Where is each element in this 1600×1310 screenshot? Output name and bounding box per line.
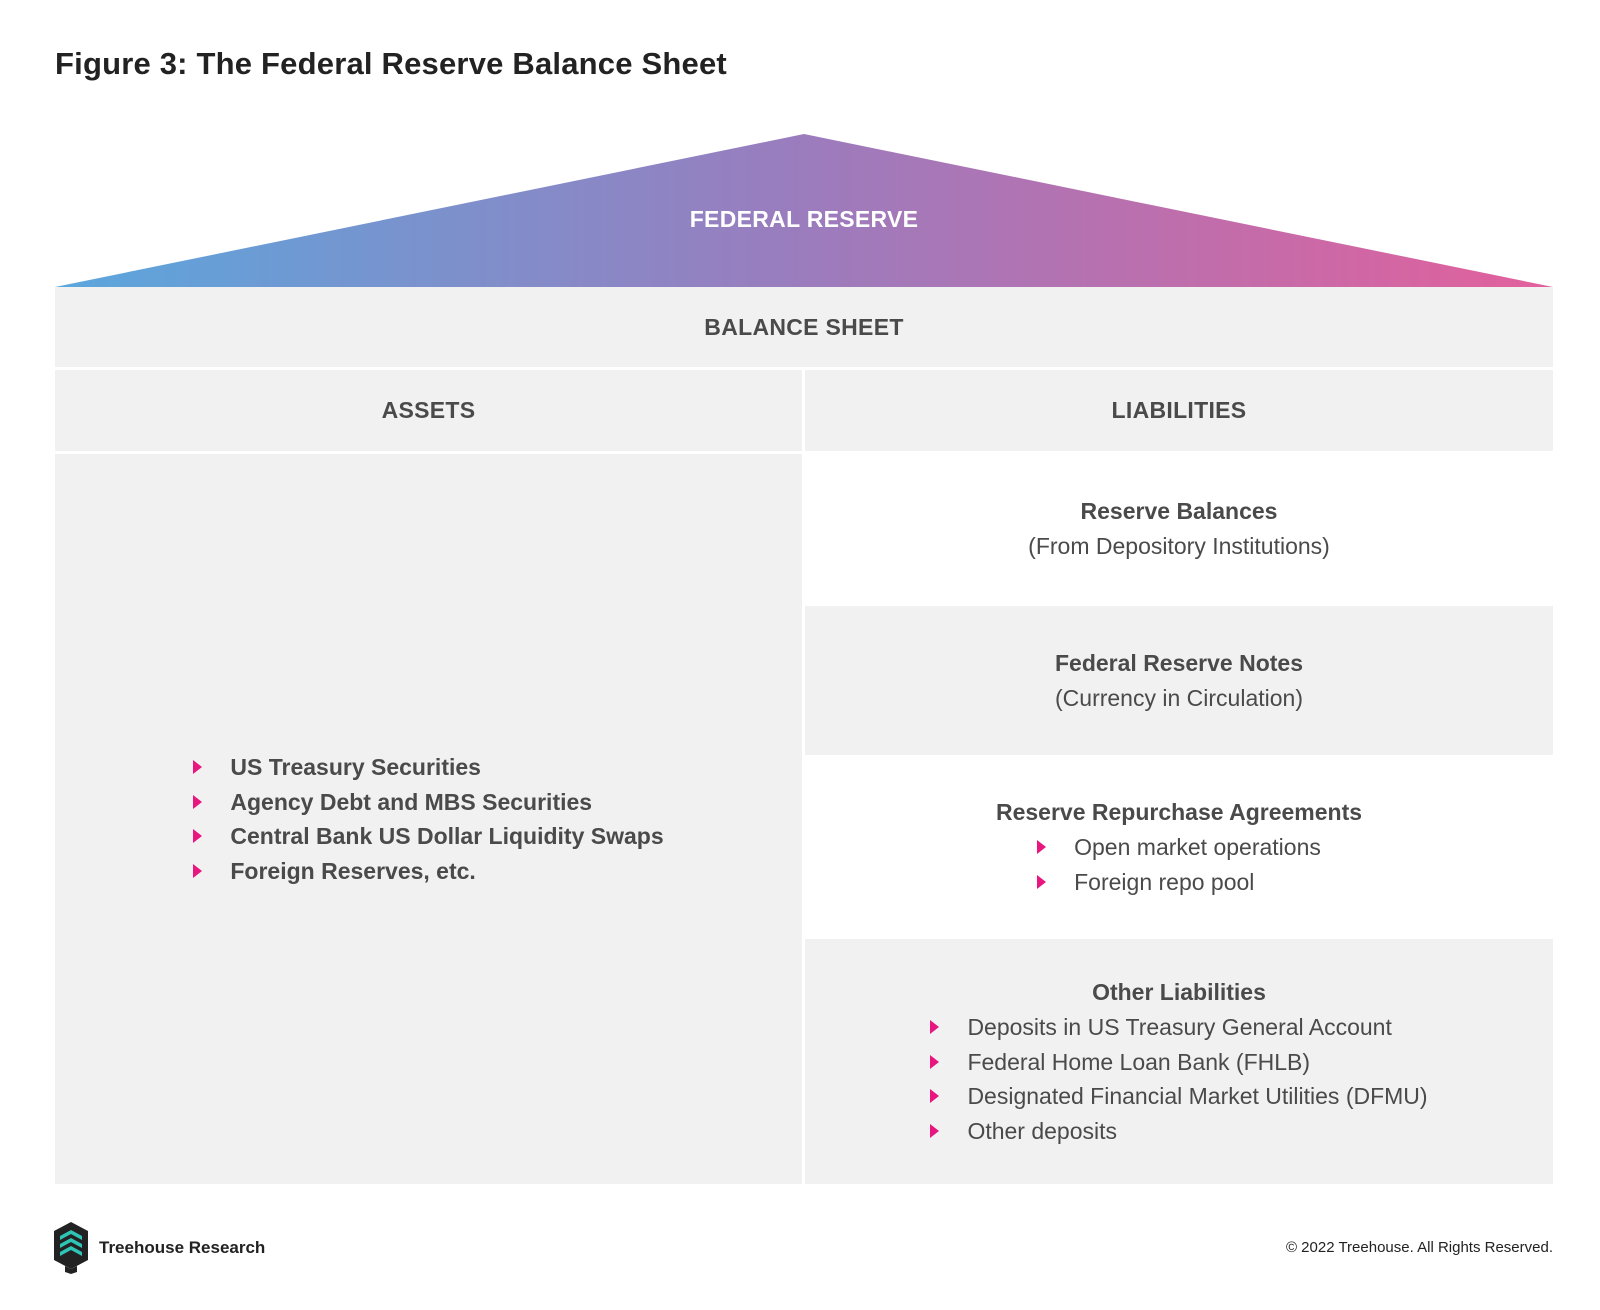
bullet-triangle-icon [193,794,203,809]
list-item: Central Bank US Dollar Liquidity Swaps [193,819,664,854]
federal-reserve-notes-title: Federal Reserve Notes [1054,649,1303,676]
asset-item-label: US Treasury Securities [230,754,481,780]
asset-item-label: Agency Debt and MBS Securities [230,788,593,815]
liabilities-label: LIABILITIES [1111,397,1247,423]
bullet-triangle-icon [930,1020,940,1035]
figure-title: Figure 3: The Federal Reserve Balance Sh… [55,46,727,81]
footer-brand: Treehouse Research [99,1238,266,1257]
bullet-triangle-icon [930,1123,940,1138]
liabilities-header: LIABILITIES [805,370,1553,451]
bullet-triangle-icon [1037,840,1047,855]
assets-list: US Treasury Securities Agency Debt and M… [193,750,664,889]
list-item: Deposits in US Treasury General Account [930,1010,1427,1045]
bullet-triangle-icon [1037,874,1047,889]
other-liability-item-label: Designated Financial Market Utilities (D… [967,1083,1428,1109]
reserve-balances-title: Reserve Balances [1080,497,1278,524]
federal-reserve-notes-block: Federal Reserve Notes (Currency in Circu… [805,606,1553,755]
list-item: US Treasury Securities [193,750,663,785]
other-liabilities-block: Other Liabilities Deposits in US Treasur… [805,939,1553,1184]
other-liabilities-list: Deposits in US Treasury General Account … [930,1010,1428,1149]
footer-copyright: © 2022 Treehouse. All Rights Reserved. [1285,1239,1553,1256]
assets-header: ASSETS [55,370,802,451]
list-item: Designated Financial Market Utilities (D… [930,1079,1428,1114]
assets-panel: US Treasury Securities Agency Debt and M… [55,454,802,1184]
bullet-triangle-icon [193,829,203,844]
federal-reserve-notes-subtitle: (Currency in Circulation) [1055,684,1303,711]
reverse-repo-list: Open market operations Foreign repo pool [1037,830,1321,899]
list-item: Foreign Reserves, etc. [193,854,663,889]
treehouse-logo-icon [54,1222,88,1274]
asset-item-label: Central Bank US Dollar Liquidity Swaps [230,823,664,849]
list-item: Open market operations [1037,830,1321,865]
assets-label: ASSETS [381,397,476,423]
bullet-triangle-icon [930,1054,940,1069]
bullet-triangle-icon [193,760,203,775]
other-liability-item-label: Federal Home Loan Bank (FHLB) [967,1048,1311,1075]
balance-sheet-label: BALANCE SHEET [704,313,904,340]
list-item: Federal Home Loan Bank (FHLB) [930,1045,1427,1080]
roof-label: FEDERAL RESERVE [689,206,919,232]
list-item: Agency Debt and MBS Securities [193,785,663,820]
bullet-triangle-icon [930,1089,940,1104]
reverse-repo-item-label: Foreign repo pool [1074,868,1255,895]
federal-reserve-roof [55,134,1553,287]
list-item: Foreign repo pool [1037,865,1321,900]
reverse-repo-title: Reserve Repurchase Agreements [995,799,1363,825]
other-liability-item-label: Deposits in US Treasury General Account [967,1014,1392,1040]
bullet-triangle-icon [193,863,203,878]
reserve-balances-subtitle: (From Depository Institutions) [1028,532,1330,559]
other-liability-item-label: Other deposits [967,1117,1118,1144]
asset-item-label: Foreign Reserves, etc. [230,857,476,884]
list-item: Other deposits [930,1114,1427,1149]
balance-sheet-header: BALANCE SHEET [55,287,1553,367]
reserve-balances-block: Reserve Balances (From Depository Instit… [805,454,1553,603]
other-liabilities-title: Other Liabilities [1092,979,1266,1005]
reverse-repo-block: Reserve Repurchase Agreements Open marke… [805,758,1553,936]
reverse-repo-item-label: Open market operations [1074,834,1321,860]
